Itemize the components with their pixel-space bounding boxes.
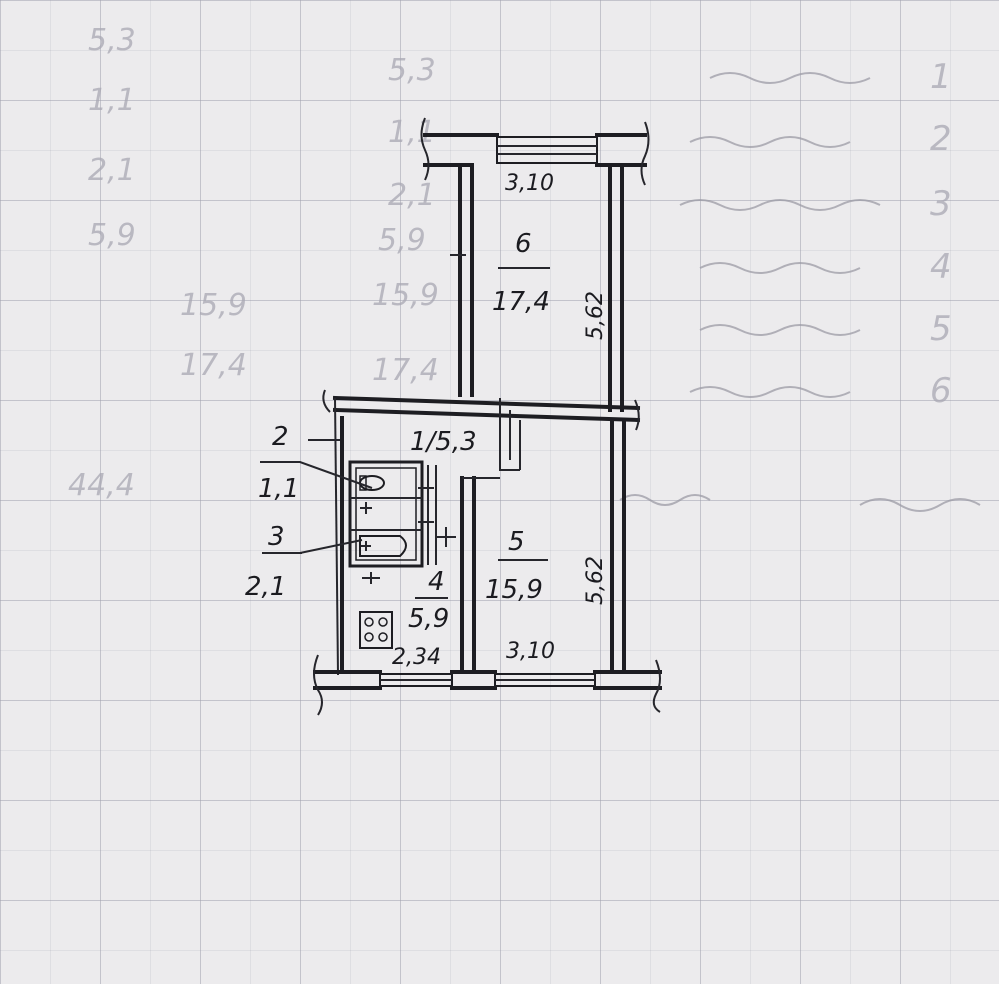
room-5-number: 5	[508, 527, 525, 557]
bathroom-block	[348, 460, 456, 568]
room-6-area: 17,4	[492, 287, 550, 317]
bg-area-value: 17,4	[372, 353, 439, 388]
room-5-length: 5,62	[583, 556, 608, 605]
room-4-area: 5,9	[408, 604, 449, 634]
room-1-labels: 1/5,3	[410, 427, 477, 457]
room-3-number: 3	[268, 522, 285, 552]
room-6-width: 3,10	[505, 171, 554, 196]
bg-row-number: 2	[930, 119, 952, 159]
room-5-area: 15,9	[485, 575, 543, 605]
bg-area-value: 15,9	[372, 278, 439, 313]
room-6-number: 6	[515, 229, 532, 259]
bg-handwriting	[619, 494, 711, 506]
bg-handwriting	[699, 262, 861, 274]
bg-row-number: 6	[930, 371, 952, 411]
room-4-labels: 4 5,9 2,34	[392, 567, 449, 670]
room-4-width: 2,34	[392, 645, 441, 670]
sink-icon	[360, 502, 372, 514]
window-bottom-right	[494, 673, 596, 687]
bg-row-number: 3	[930, 184, 952, 224]
bg-area-value: 5,3	[88, 23, 136, 58]
room-5-labels: 5 15,9 5,62 3,10	[485, 527, 608, 664]
room-6-length: 5,62	[583, 291, 608, 340]
lower-walls	[313, 416, 662, 716]
bg-row-number: 1	[930, 57, 952, 97]
bg-handwriting	[689, 386, 851, 398]
bg-total-value: 44,4	[68, 468, 135, 503]
bg-area-value: 2,1	[88, 153, 136, 188]
bg-area-value: 17,4	[180, 348, 247, 383]
leader-line-room-2-pointer	[260, 461, 373, 489]
bg-handwriting	[859, 498, 981, 512]
bg-row-number: 5	[930, 309, 952, 349]
bg-area-value: 5,9	[88, 218, 136, 253]
kitchen-sink-icon	[362, 572, 380, 584]
bg-area-value: 5,3	[388, 53, 436, 88]
room-6-labels: 3,10 6 17,4 5,62	[492, 171, 608, 340]
room-1-label: 1/5,3	[410, 427, 477, 457]
room-2-labels: 2 1,1	[258, 422, 299, 504]
bg-handwriting	[679, 199, 881, 211]
bg-area-value: 2,1	[388, 178, 436, 213]
bg-handwriting	[689, 136, 851, 148]
room-3-area: 2,1	[245, 572, 286, 602]
room-4-number: 4	[428, 567, 445, 597]
room-6-walls	[420, 117, 650, 412]
room-2-area: 1,1	[258, 474, 299, 504]
bathtub-icon	[359, 535, 407, 557]
background-table: 1 2 3 4 5 6 5,3 1,1 2,1 5,9 15,9 17,4 5,…	[68, 23, 981, 512]
bg-area-value: 1,1	[388, 115, 436, 150]
bg-handwriting	[709, 72, 871, 84]
bg-area-value: 1,1	[88, 83, 136, 118]
bg-area-value: 5,9	[378, 223, 426, 258]
room-2-number: 2	[272, 422, 289, 452]
bg-area-value: 15,9	[180, 288, 247, 323]
window-top	[496, 136, 598, 164]
bg-row-number: 4	[930, 247, 952, 287]
room-5-width: 3,10	[506, 639, 555, 664]
middle-partition	[322, 389, 641, 676]
room-3-labels: 3 2,1	[245, 522, 286, 602]
window-bottom-left	[379, 673, 453, 687]
stove-icon	[359, 611, 393, 649]
bg-handwriting	[699, 324, 861, 336]
